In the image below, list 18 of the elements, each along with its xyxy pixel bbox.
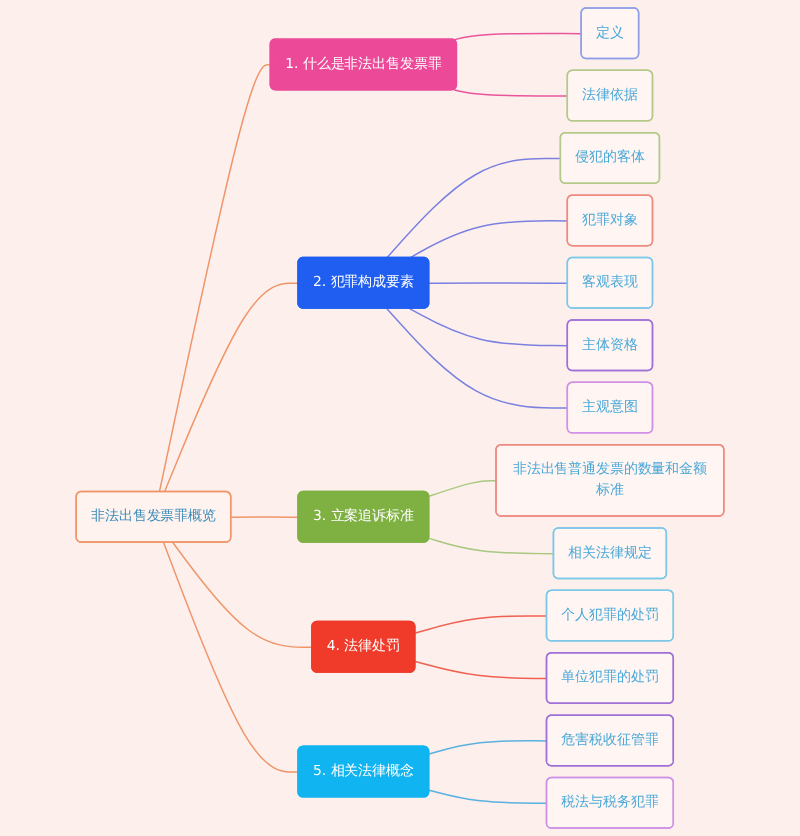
connector <box>428 740 548 755</box>
connector <box>428 282 569 285</box>
connector <box>385 157 562 259</box>
connector <box>163 282 300 493</box>
connector <box>453 89 569 97</box>
connector <box>428 480 498 497</box>
connector <box>408 220 569 259</box>
connector <box>172 541 314 649</box>
connector <box>428 789 548 805</box>
connector <box>158 64 272 493</box>
connector <box>428 537 555 555</box>
connector <box>408 307 569 347</box>
connector <box>453 32 583 41</box>
connector <box>414 615 548 634</box>
connector <box>162 541 300 773</box>
connector <box>230 516 300 519</box>
connector <box>414 660 548 680</box>
connector <box>385 307 569 409</box>
